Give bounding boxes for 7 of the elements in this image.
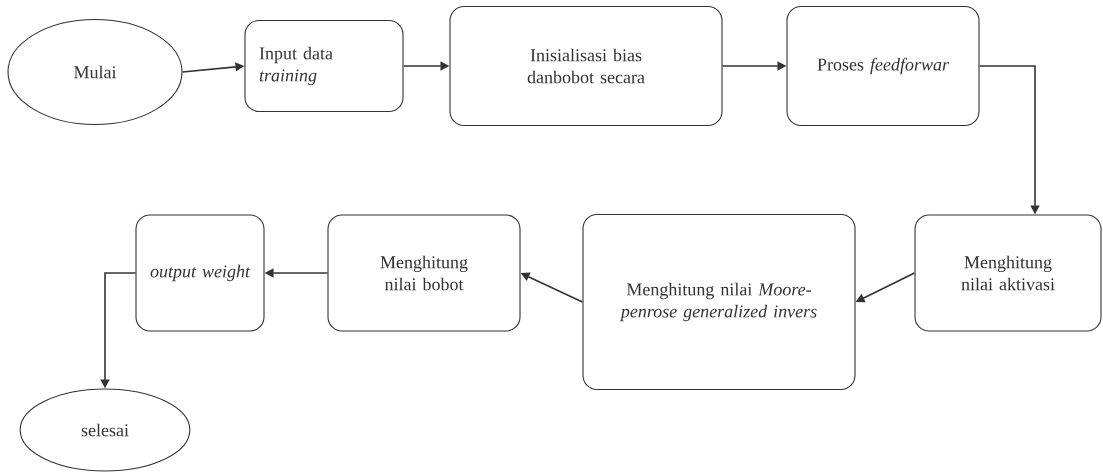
process-box: output weight [135,214,265,332]
process-box: Inisialisasi bias danbobot secara [449,5,723,127]
process-box: Menghitung nilai bobot [327,214,521,332]
process-box: Proses feedforwar [786,5,980,127]
process-box: Input data training [244,19,404,113]
process-box: Menghitung nilai Moore-penrose generalized invers [582,213,856,391]
process-box: Menghitung nilai aktivasi [914,214,1102,332]
